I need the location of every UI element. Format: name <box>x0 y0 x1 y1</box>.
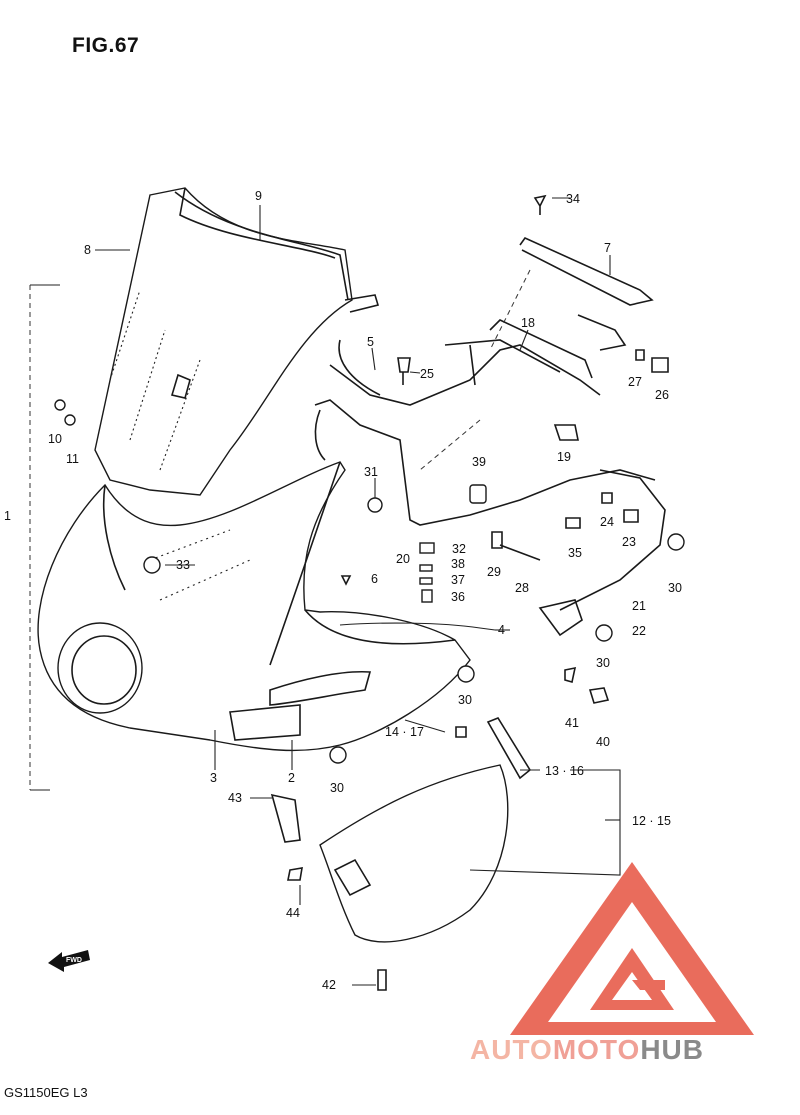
callout-30-d: 30 <box>330 781 344 795</box>
watermark-hub: HUB <box>640 1034 704 1065</box>
callout-29: 29 <box>487 565 501 579</box>
callout-8: 8 <box>84 243 91 257</box>
leader-lines <box>29 197 621 986</box>
callout-35: 35 <box>568 546 582 560</box>
callout-42: 42 <box>322 978 336 992</box>
callout-41: 41 <box>565 716 579 730</box>
fairing-body <box>37 461 471 752</box>
callout-23: 23 <box>622 535 636 549</box>
hardware-parts <box>54 194 685 991</box>
callout-40: 40 <box>596 735 610 749</box>
callout-18: 18 <box>521 316 535 330</box>
callout-27: 27 <box>628 375 642 389</box>
figure-title: FIG.67 <box>72 34 140 57</box>
lower-cowl <box>270 717 532 943</box>
callout-21: 21 <box>632 599 646 613</box>
callout-6: 6 <box>371 572 378 586</box>
callout-34: 34 <box>566 192 580 206</box>
watermark-moto: MOTO <box>552 1034 641 1065</box>
callout-25: 25 <box>420 367 434 381</box>
callout-19: 19 <box>557 450 571 464</box>
callout-3: 3 <box>210 771 217 785</box>
windscreen <box>94 187 380 496</box>
callout-39: 39 <box>472 455 486 469</box>
callout-14-17: 14 · 17 <box>385 725 424 739</box>
callout-20: 20 <box>396 552 410 566</box>
callout-43: 43 <box>228 791 242 805</box>
callout-1: 1 <box>4 509 11 523</box>
callout-37: 37 <box>451 573 465 587</box>
automotohub-logo <box>510 862 754 1035</box>
callout-24: 24 <box>600 515 614 529</box>
callout-36: 36 <box>451 590 465 604</box>
watermark-auto: AUTO <box>470 1034 553 1065</box>
forward-arrow-icon: FWD <box>48 950 90 972</box>
callout-30-c: 30 <box>458 693 472 707</box>
callout-32: 32 <box>452 542 466 556</box>
callout-38: 38 <box>451 557 465 571</box>
watermark-brand-text: AUTOMOTOHUB <box>470 1034 704 1066</box>
callout-30-a: 30 <box>668 581 682 595</box>
callout-13-16: 13 · 16 <box>545 764 584 778</box>
callout-26: 26 <box>655 388 669 402</box>
callout-4: 4 <box>498 623 505 637</box>
callout-12-15: 12 · 15 <box>632 814 671 828</box>
callout-10: 10 <box>48 432 62 446</box>
callout-28: 28 <box>515 581 529 595</box>
callout-5: 5 <box>367 335 374 349</box>
callout-labels: 1 2 3 4 5 6 7 8 9 10 11 12 · 15 13 · 16 … <box>4 189 682 992</box>
callout-2: 2 <box>288 771 295 785</box>
model-code-footer: GS1150EG L3 <box>4 1085 88 1100</box>
callout-11: 11 <box>66 452 79 466</box>
callout-33: 33 <box>176 558 190 572</box>
fwd-label: FWD <box>66 957 82 964</box>
callout-31: 31 <box>364 465 378 479</box>
callout-44: 44 <box>286 906 300 920</box>
mounting-brackets <box>314 237 666 637</box>
callout-7: 7 <box>604 241 611 255</box>
callout-30-b: 30 <box>596 656 610 670</box>
callout-9: 9 <box>255 189 262 203</box>
callout-22: 22 <box>632 624 646 638</box>
